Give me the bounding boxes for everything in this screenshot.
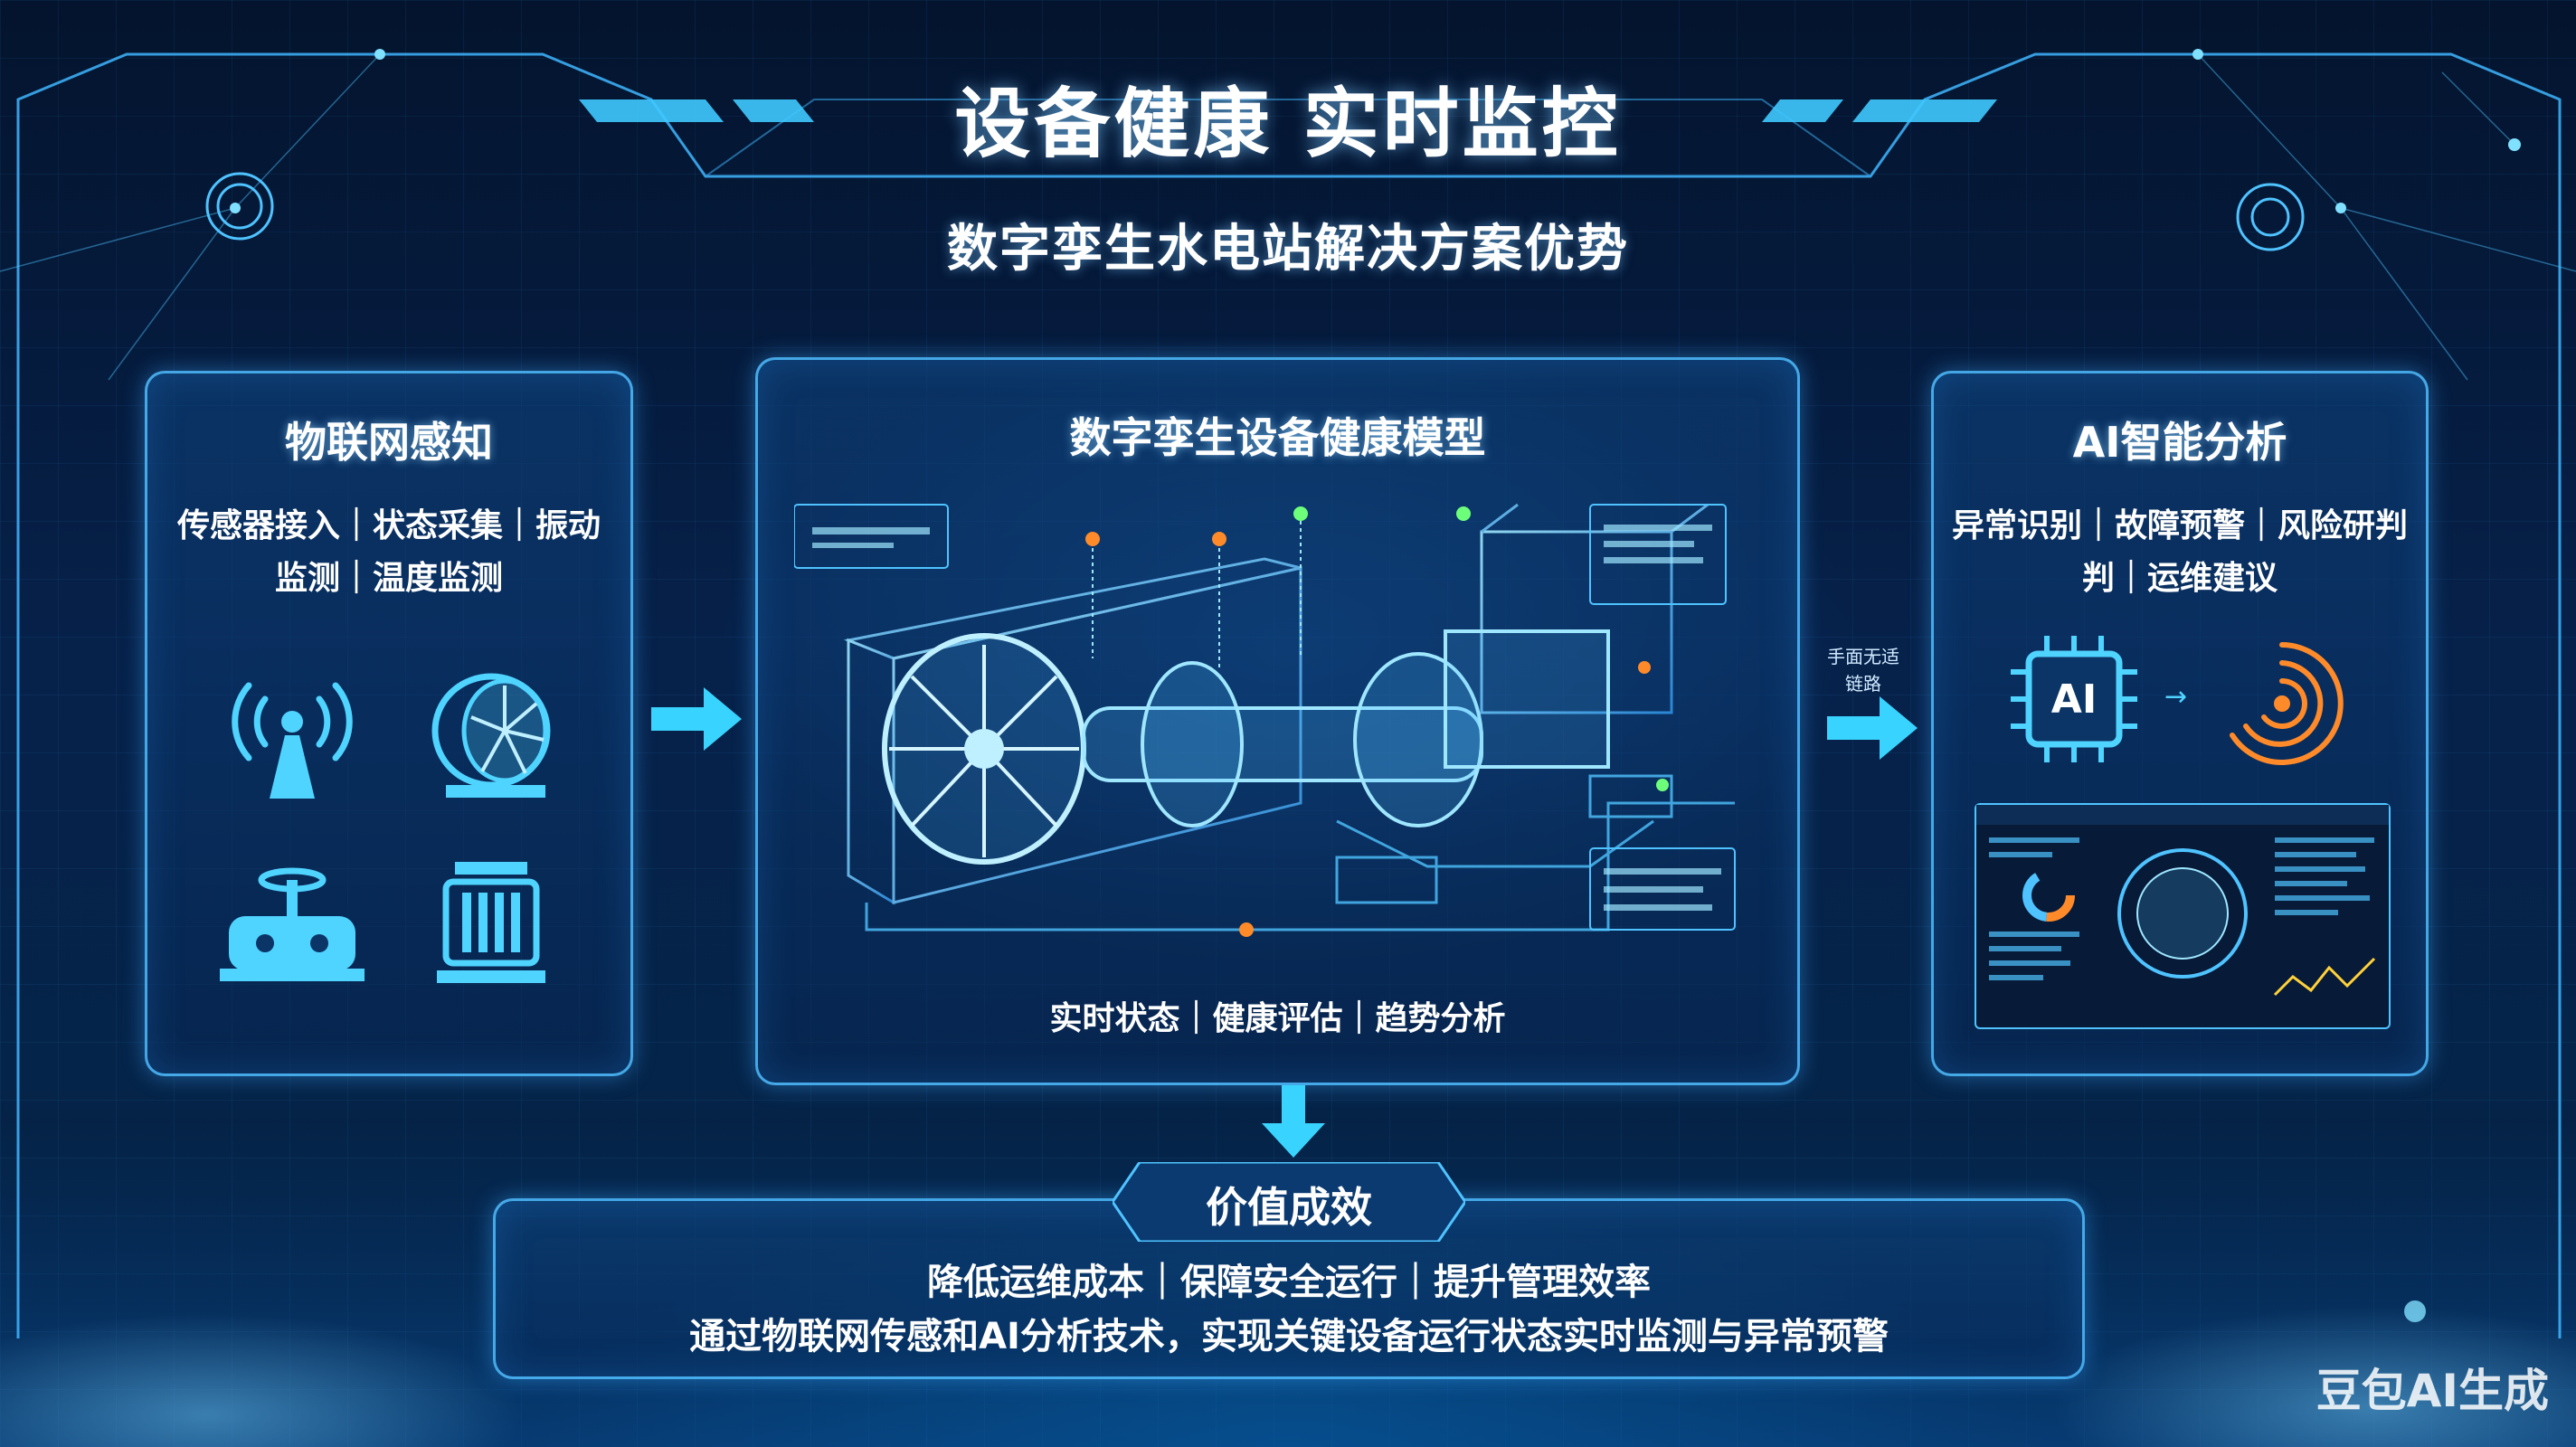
iot-sensing-text-line1: 传感器接入｜状态采集｜振动 — [176, 507, 601, 544]
connector-label-line2: 链路 — [1845, 673, 1881, 695]
dashboard-graphics — [1976, 805, 2389, 997]
ai-analysis-text-line1: 异常识别｜故障预警｜风险研判 — [1952, 507, 2409, 544]
ai-analysis-text-line2: 判｜运维建议 — [2081, 560, 2278, 597]
arrow-right-icon-2 — [1827, 696, 1918, 760]
ai-analysis-panel: AI智能分析 异常识别｜故障预警｜风险研判 判｜运维建议 AI → — [1931, 371, 2429, 1076]
arrow-right-icon — [651, 687, 742, 751]
fingerprint-radar-icon — [2230, 642, 2344, 765]
digital-twin-panel: 数字孪生设备健康模型 — [755, 357, 1800, 1085]
digital-twin-title: 数字孪生设备健康模型 — [1069, 413, 1486, 462]
arrow-down-icon — [1262, 1085, 1325, 1158]
valve-icon — [220, 867, 365, 981]
value-badge-shape — [1113, 1162, 1465, 1242]
small-arrow-icon: → — [2164, 681, 2188, 713]
watermark: 豆包AI生成 — [2316, 1365, 2549, 1417]
turbine-icon — [431, 673, 551, 798]
analysis-dashboard-screen — [1975, 803, 2391, 1029]
digital-twin-footer: 实时状态｜健康评估｜趋势分析 — [1049, 1000, 1506, 1037]
value-badge-text: 价值成效 — [1206, 1183, 1372, 1232]
signal-tower-icon — [232, 682, 353, 799]
page-subtitle: 数字孪生水电站解决方案优势 — [947, 220, 1629, 279]
iot-sensing-panel: 物联网感知 传感器接入｜状态采集｜振动 监测｜温度监测 — [145, 371, 633, 1076]
transformer-icon — [437, 862, 545, 983]
iot-sensing-title: 物联网感知 — [285, 418, 493, 467]
turbine-model-illustration — [794, 503, 1736, 937]
page-title: 设备健康 实时监控 — [954, 80, 1622, 168]
ai-chip-label: AI — [2050, 676, 2098, 723]
value-benefits: 降低运维成本｜保障安全运行｜提升管理效率 — [927, 1262, 1651, 1303]
ai-chip-icon — [2011, 636, 2137, 762]
iot-sensing-text-line2: 监测｜温度监测 — [274, 560, 503, 597]
ai-analysis-title: AI智能分析 — [2072, 418, 2287, 467]
value-badge: 价值成效 — [1113, 1162, 1465, 1242]
connector-label-line1: 手面无适 — [1827, 646, 1899, 667]
value-description: 通过物联网传感和AI分析技术，实现关键设备运行状态实时监测与异常预警 — [689, 1316, 1889, 1357]
